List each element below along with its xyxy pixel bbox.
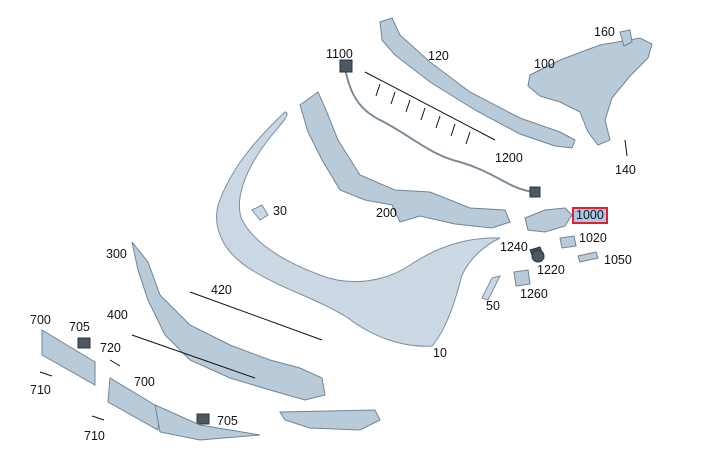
label-1020[interactable]: 1020 <box>579 231 607 245</box>
label-1220[interactable]: 1220 <box>537 263 565 277</box>
label-710-upper[interactable]: 710 <box>30 383 51 397</box>
label-700-upper[interactable]: 700 <box>30 313 51 327</box>
label-705-upper[interactable]: 705 <box>69 320 90 334</box>
label-1240[interactable]: 1240 <box>500 240 528 254</box>
part-400[interactable] <box>131 334 256 379</box>
part-30[interactable] <box>251 204 269 221</box>
label-50[interactable]: 50 <box>486 299 500 313</box>
part-160[interactable] <box>619 29 633 47</box>
part-700-plate-lower[interactable] <box>107 377 161 431</box>
part-1000[interactable] <box>524 207 573 233</box>
part-420[interactable] <box>189 291 323 341</box>
part-lower-spoiler[interactable] <box>279 409 381 431</box>
label-1100[interactable]: 1100 <box>326 47 353 61</box>
label-700-lower[interactable]: 700 <box>134 375 155 389</box>
part-1100-connector[interactable] <box>339 59 353 73</box>
part-50[interactable] <box>481 275 501 301</box>
part-710-screw-upper[interactable] <box>39 371 53 377</box>
part-710-screw-lower[interactable] <box>91 415 105 421</box>
part-1100-plug[interactable] <box>529 186 541 198</box>
part-140-pin[interactable] <box>624 139 628 157</box>
label-1000-selected[interactable]: 1000 <box>572 207 608 224</box>
label-400[interactable]: 400 <box>107 308 128 322</box>
part-700-plate-upper[interactable] <box>41 329 96 386</box>
label-200[interactable]: 200 <box>376 206 397 220</box>
part-1260[interactable] <box>513 269 531 287</box>
part-705-upper[interactable] <box>77 337 91 349</box>
part-lower-trim[interactable] <box>154 404 261 441</box>
part-1220[interactable] <box>531 249 545 263</box>
label-300[interactable]: 300 <box>106 247 127 261</box>
label-160[interactable]: 160 <box>594 25 615 39</box>
label-30[interactable]: 30 <box>273 204 287 218</box>
part-705-lower[interactable] <box>196 413 210 425</box>
part-1020[interactable] <box>559 235 577 249</box>
part-1200-ticks <box>375 83 471 145</box>
part-1050[interactable] <box>577 251 599 263</box>
part-10-bumper-cover[interactable] <box>216 111 501 347</box>
label-1200[interactable]: 1200 <box>495 151 523 165</box>
label-100[interactable]: 100 <box>534 57 555 71</box>
label-140[interactable]: 140 <box>615 163 636 177</box>
label-720[interactable]: 720 <box>100 341 121 355</box>
label-1260[interactable]: 1260 <box>520 287 548 301</box>
part-1100-wire[interactable] <box>344 67 536 193</box>
label-10[interactable]: 10 <box>433 346 447 360</box>
part-120[interactable] <box>379 17 576 149</box>
part-720[interactable] <box>109 359 121 367</box>
label-1050[interactable]: 1050 <box>604 253 632 267</box>
label-705-lower[interactable]: 705 <box>217 414 238 428</box>
part-200[interactable] <box>299 91 511 229</box>
part-1200-rail[interactable] <box>364 71 496 141</box>
label-420[interactable]: 420 <box>211 283 232 297</box>
label-120[interactable]: 120 <box>428 49 449 63</box>
label-710-lower[interactable]: 710 <box>84 429 105 443</box>
